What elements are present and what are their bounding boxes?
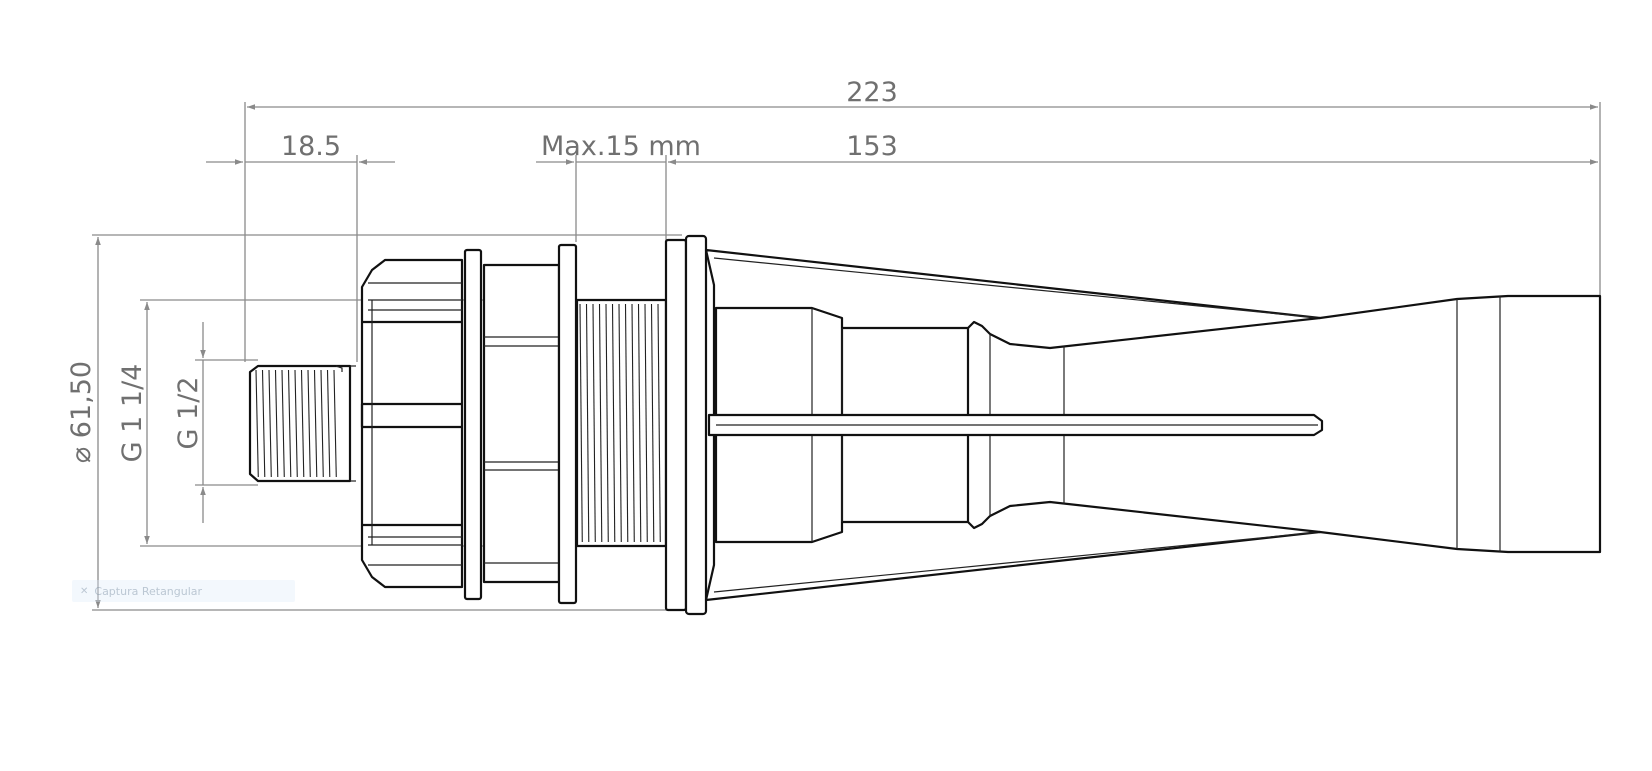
- main-flange: [664, 234, 708, 616]
- inner-thread-label: G 1/2: [173, 377, 204, 450]
- inlet-thread-hatching: [255, 369, 337, 478]
- close-icon[interactable]: ✕: [80, 585, 89, 597]
- capture-overlay-label: Captura Retangular: [94, 584, 203, 598]
- outer-thread-body: [575, 298, 668, 548]
- dimension-inner-thread: G 1/2: [173, 322, 258, 523]
- washer-right: [557, 243, 578, 605]
- max-wall-label: Max.15 mm: [541, 131, 701, 162]
- capture-overlay-tag[interactable]: ✕ Captura Retangular: [72, 580, 295, 602]
- dimension-flange-diameter: ⌀ 61,50: [66, 234, 682, 611]
- dimension-overall-length: 223: [244, 77, 1601, 362]
- thread-length-label: 18.5: [281, 131, 341, 162]
- nozzle-body: [704, 248, 1602, 602]
- dimension-body-length: 153: [668, 131, 1598, 165]
- flange-diameter-label: ⌀ 61,50: [66, 361, 97, 463]
- outer-thread-label: G 1 1/4: [117, 364, 148, 463]
- dimension-max-wall: Max.15 mm: [536, 131, 701, 242]
- overall-length-label: 223: [846, 77, 898, 108]
- dimension-thread-length: 18.5: [206, 131, 395, 362]
- hex-nut: [360, 258, 464, 589]
- outer-thread-hatching: [579, 303, 661, 543]
- inlet-thread: [248, 364, 356, 483]
- body-length-label: 153: [846, 131, 898, 162]
- hex-collar: [482, 263, 561, 584]
- washer-left: [463, 248, 483, 601]
